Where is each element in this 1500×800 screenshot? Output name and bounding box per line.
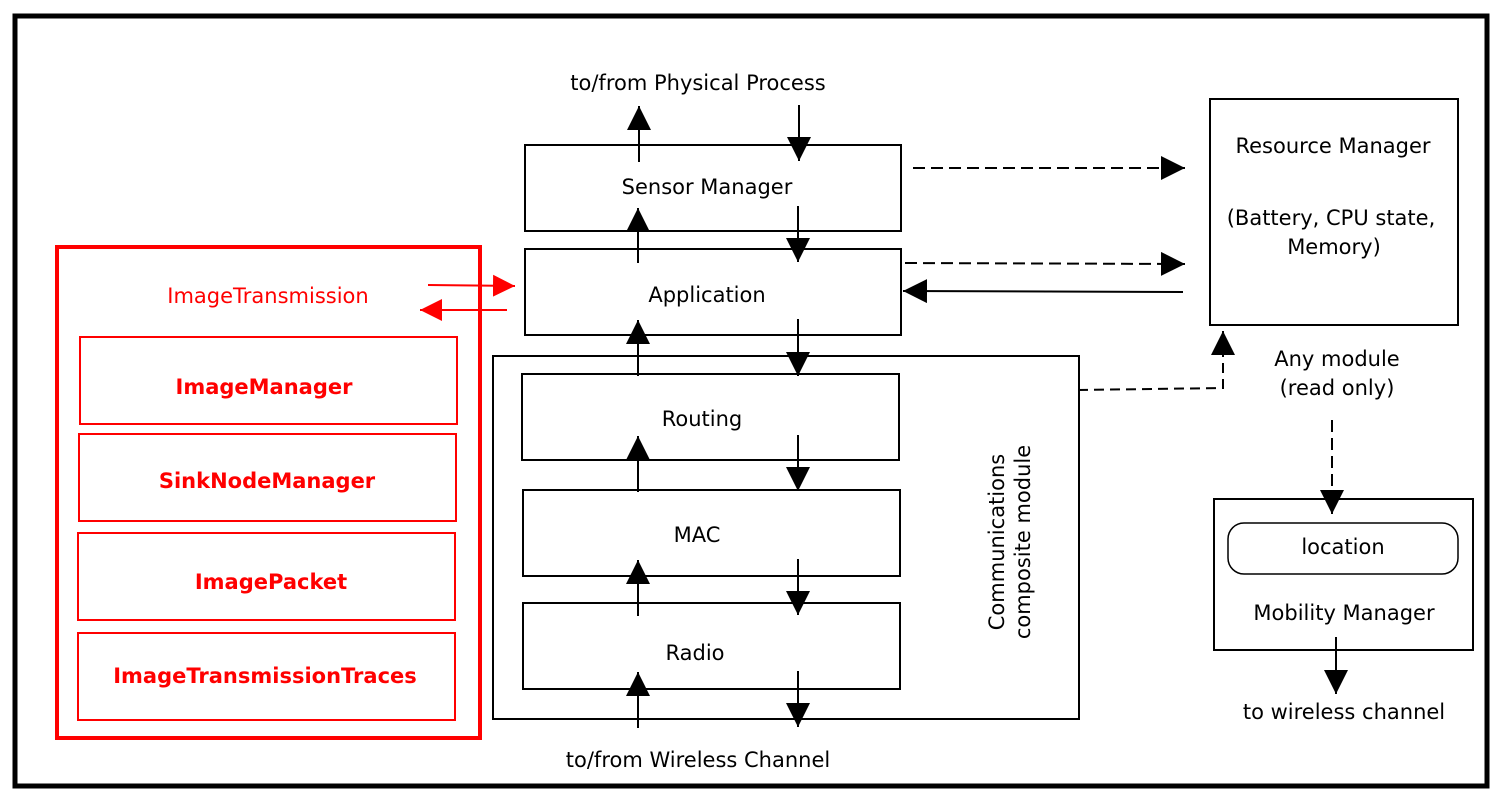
sink-node-manager-box	[78, 433, 457, 522]
resource-manager-detail-2: Memory)	[1287, 235, 1381, 259]
routing-box	[521, 373, 900, 461]
wireless-channel-label: to/from Wireless Channel	[566, 748, 830, 772]
downward-arrows	[786, 105, 811, 727]
image-packet-box	[77, 532, 456, 621]
application-box: Application	[524, 248, 902, 336]
mac-label: MAC	[674, 523, 721, 547]
image-transmission-title: ImageTransmission	[167, 284, 368, 308]
mobility-manager-label: Mobility Manager	[1253, 601, 1435, 625]
location-label: location	[1301, 535, 1384, 559]
image-transmission-traces-label: ImageTransmissionTraces	[113, 664, 417, 688]
radio-label: Radio	[665, 641, 724, 665]
outer-frame	[12, 13, 1490, 789]
routing-label: Routing	[662, 407, 743, 431]
comm-module-label-line2: composite module	[1011, 445, 1035, 639]
image-packet-label: ImagePacket	[195, 570, 347, 594]
image-manager-label: ImageManager	[176, 375, 354, 399]
mac-box	[522, 489, 901, 577]
image-transmission-traces-box	[77, 632, 456, 721]
comm-module-label-line1: Communications	[985, 454, 1009, 630]
sink-node-manager-label: SinkNodeManager	[159, 469, 376, 493]
physical-process-label: to/from Physical Process	[570, 71, 825, 95]
radio-box	[522, 602, 901, 690]
location-box	[1227, 522, 1459, 575]
any-module-label-2: (read only)	[1280, 376, 1395, 400]
upward-arrows	[626, 106, 651, 728]
mobility-manager-box: location Mobility Manager	[1213, 498, 1474, 651]
communications-module: Routing MAC Radio Communications composi…	[492, 355, 1080, 720]
image-manager-box	[79, 336, 458, 425]
resource-manager-box: Resource Manager (Battery, CPU state, Me…	[1209, 98, 1459, 326]
application-label: Application	[648, 283, 765, 307]
to-wireless-channel-label: to wireless channel	[1243, 700, 1445, 724]
resource-manager-arrows	[902, 156, 1235, 391]
sensor-manager-label: Sensor Manager	[622, 175, 793, 199]
any-module-label-1: Any module	[1274, 347, 1399, 371]
sensor-manager-box: Sensor Manager	[524, 144, 902, 232]
resource-manager-detail-1: (Battery, CPU state,	[1227, 206, 1436, 230]
image-transmission-module: ImageTransmission ImageManager SinkNodeM…	[55, 245, 482, 740]
resource-manager-title: Resource Manager	[1235, 134, 1430, 158]
image-transmission-arrows	[420, 274, 516, 321]
